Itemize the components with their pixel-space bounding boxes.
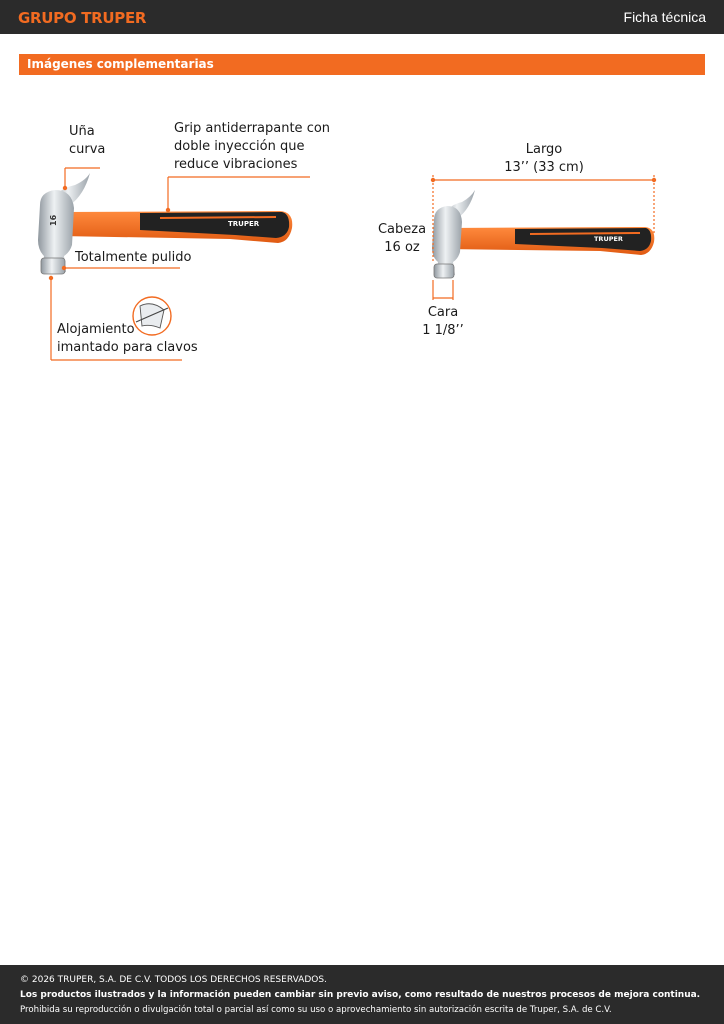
magnet-icon	[132, 296, 172, 336]
grip-line-2: doble inyección que	[174, 139, 305, 154]
top-bar: GRUPO TRUPER Ficha técnica	[0, 0, 724, 34]
polished-label: Totalmente pulido	[75, 250, 192, 265]
grip-line-3: reduce vibraciones	[174, 157, 298, 172]
doc-type-label: Ficha técnica	[623, 9, 706, 25]
hammer-figures: TRUPER 16 TRUPER	[38, 167, 657, 361]
footer-notice: Los productos ilustrados y la informació…	[20, 990, 701, 1000]
footer-prohibition: Prohibida su reproducción o divulgación …	[20, 1005, 612, 1015]
head-value: 16 oz	[384, 240, 420, 255]
length-value: 13’’	[504, 160, 530, 175]
left-leader-lines	[50, 167, 310, 361]
left-hammer: TRUPER 16	[38, 173, 293, 275]
magnetic-label: Alojamiento imantado para clavos	[57, 321, 198, 357]
section-title: Imágenes complementarias	[27, 57, 214, 71]
magnetic-line-2: imantado para clavos	[57, 340, 198, 355]
length-label: Largo 13’’ (33 cm)	[494, 141, 594, 177]
left-hammer-brand: TRUPER	[228, 220, 260, 228]
face-size-label: Cara 1 1/8’’	[413, 304, 473, 340]
magnetic-line-1: Alojamiento	[57, 322, 135, 337]
face-title: Cara	[427, 305, 459, 320]
grip-line-1: Grip antiderrapante con	[174, 121, 331, 136]
length-metric: (33 cm)	[529, 160, 584, 175]
grip-label: Grip antiderrapante con doble inyección …	[174, 120, 330, 174]
face-value: 1 1/8’’	[422, 323, 464, 338]
right-hammer-head	[432, 206, 462, 275]
right-hammer: TRUPER	[432, 190, 655, 279]
left-hammer-face	[40, 257, 66, 275]
curved-claw-line-2: curva	[69, 142, 106, 157]
footer-copyright: © 2026 TRUPER, S.A. DE C.V. TODOS LOS DE…	[20, 975, 327, 985]
footer: © 2026 TRUPER, S.A. DE C.V. TODOS LOS DE…	[0, 965, 724, 1024]
section-header: Imágenes complementarias	[19, 54, 705, 75]
length-title: Largo	[525, 142, 563, 157]
left-hammer-mark: 16	[49, 214, 58, 226]
right-hammer-brand: TRUPER	[594, 235, 623, 243]
length-value-line: 13’’ (33 cm)	[494, 159, 594, 177]
curved-claw-label: Uña curva	[69, 123, 105, 159]
right-hammer-face	[433, 263, 455, 279]
left-hammer-head	[38, 190, 74, 272]
grupo-truper-logo: GRUPO TRUPER	[18, 9, 147, 27]
curved-claw-line-1: Uña	[69, 124, 95, 139]
head-weight-label: Cabeza 16 oz	[372, 221, 432, 257]
right-dimension-lines	[432, 175, 655, 300]
head-title: Cabeza	[377, 222, 427, 237]
